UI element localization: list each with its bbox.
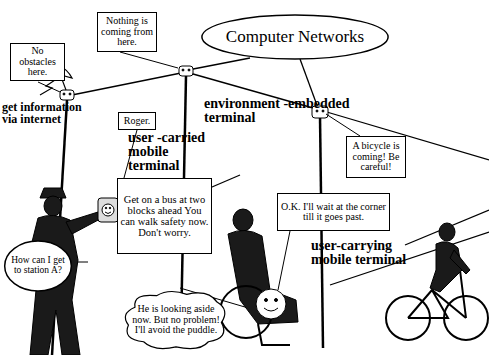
pole: [320, 116, 323, 348]
wire: [188, 58, 250, 70]
wire: [67, 72, 186, 96]
wheelchair-person: [228, 230, 298, 324]
wheelchair-person: [233, 209, 253, 231]
mobile-terminal: [98, 198, 118, 222]
mobile-terminal: [105, 207, 107, 209]
wheelchair-person: [256, 289, 286, 319]
wheelchair-person: [258, 324, 290, 345]
bubble-tail: [278, 231, 290, 290]
bicycle-rider: [386, 223, 488, 340]
bubble-text: Nothing is coming from here.: [98, 16, 156, 48]
mobile-terminal: [109, 207, 111, 209]
caption-label: get information via internet: [2, 101, 90, 125]
terminal-face: [60, 90, 74, 100]
bicycle-rider: [450, 250, 470, 274]
bubble-text: O.K. I'll wait at the corner till it goe…: [278, 202, 389, 223]
mobile-terminal: [102, 204, 114, 216]
wheelchair-person: [264, 308, 278, 311]
speech-bubble: O.K. I'll wait at the corner till it goe…: [277, 193, 390, 231]
speech-bubble: Nothing is coming from here.: [97, 12, 157, 52]
bubble-text: Get on a bus at two blocks ahead You can…: [118, 194, 211, 238]
speech-balloon: How can I get to station A?: [4, 240, 72, 292]
bubble-text: A bicycle is coming! Be careful!: [347, 141, 405, 173]
wire: [405, 210, 489, 245]
bubble-text: He is looking aside now. But no problem!…: [122, 304, 230, 336]
network-cloud: Computer Networks: [200, 14, 390, 60]
node-outline: [202, 15, 388, 59]
caption-label: environment -embedded terminal: [204, 97, 376, 125]
caption-label: user-carrying mobile terminal: [311, 239, 415, 267]
speech-bubble: A bicycle is coming! Be careful!: [346, 136, 406, 178]
bubble-tail: [326, 114, 360, 136]
wire: [67, 58, 489, 285]
speech-bubble: No obstacles here.: [10, 43, 65, 81]
bubble-text: Computer Networks: [220, 28, 370, 46]
walking-person: [44, 196, 62, 216]
node-outline: [5, 241, 72, 291]
caption-label: user -carried mobile terminal: [128, 131, 214, 173]
terminal-face: [188, 69, 190, 71]
bubble-text: No obstacles here.: [11, 46, 64, 78]
terminal-face: [182, 69, 184, 71]
speech-bubble: Get on a bus at two blocks ahead You can…: [117, 178, 212, 254]
mobile-terminal: [98, 198, 118, 222]
bubble-tail: [120, 52, 178, 68]
walking-person: [66, 212, 102, 234]
speech-bubble: Roger.: [118, 112, 156, 130]
wheelchair-person: [265, 299, 268, 302]
bubble-tail: [38, 52, 360, 312]
bicycle-rider: [439, 223, 455, 241]
bubble-tail: [38, 82, 60, 92]
bicycle-rider: [430, 242, 462, 292]
mobile-terminal: [105, 212, 111, 214]
thought-cloud: He is looking aside now. But no problem!…: [122, 288, 230, 352]
terminal-face: [63, 93, 65, 95]
terminal-face: [69, 93, 71, 95]
bubble-text: How can I get to station A?: [4, 256, 72, 276]
terminal-face: [179, 66, 193, 76]
wheelchair-person: [275, 299, 278, 302]
bubble-text: Roger.: [122, 116, 152, 127]
